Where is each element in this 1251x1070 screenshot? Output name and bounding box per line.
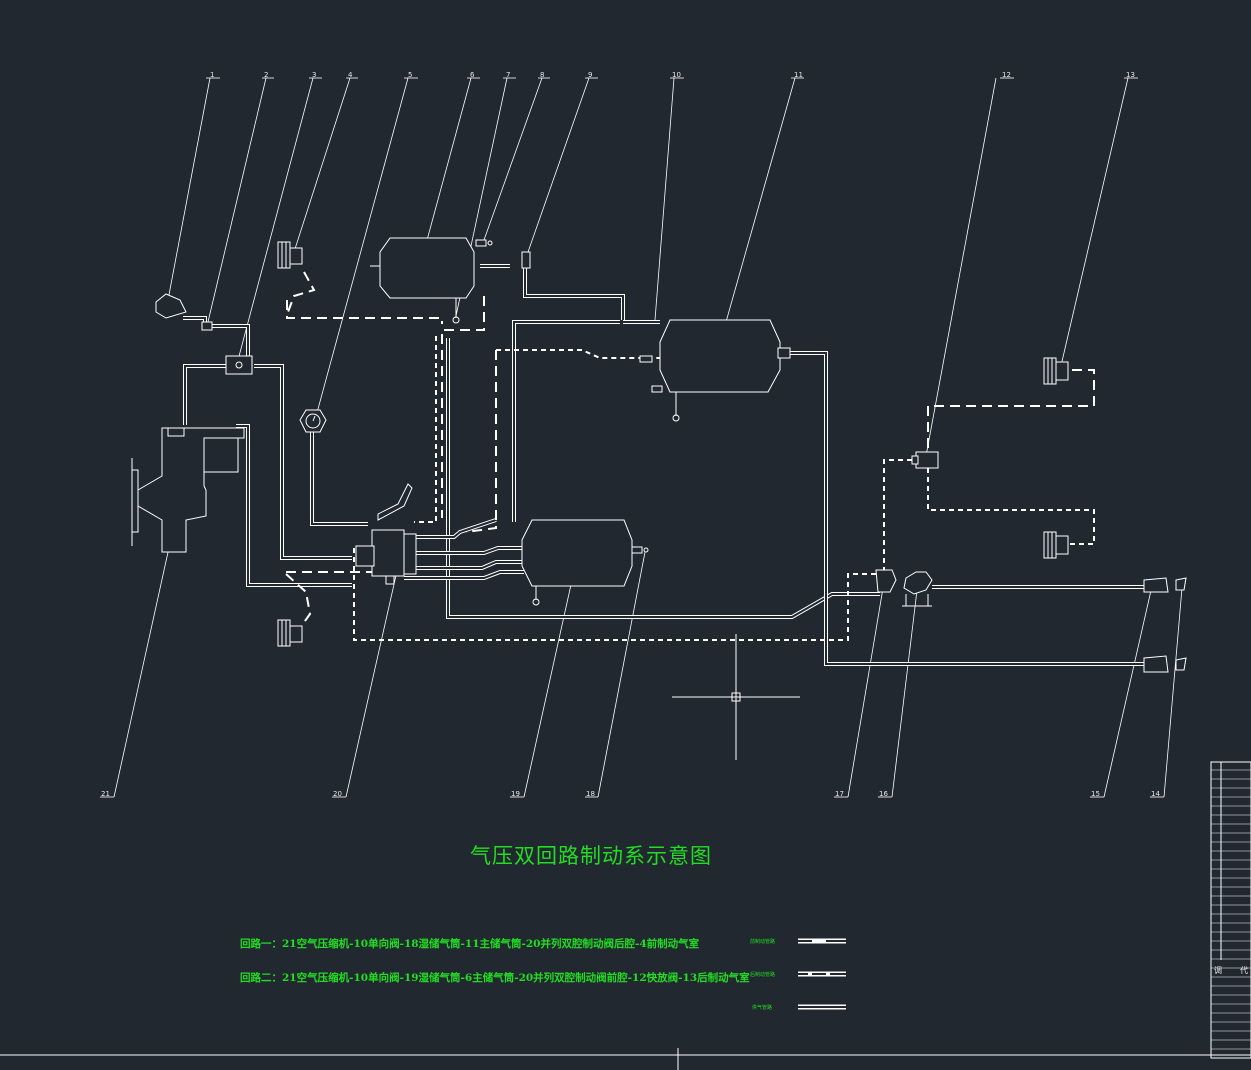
callout-10: 10 [672,71,681,79]
legend-front-circuit: 前制动管路 [750,939,776,945]
cad-crosshair [672,634,800,760]
callout-19: 19 [511,790,520,798]
drawing-border [0,761,1251,1070]
title-block-cell-b: 代 [1240,966,1248,975]
check-valve-2 [201,321,213,331]
callout-13: 13 [1126,71,1135,79]
callout-5: 5 [408,71,413,79]
safety-valve-9 [521,251,531,269]
legend-rear-circuit: 后制动管路 [750,972,776,978]
callout-15: 15 [1091,790,1100,798]
dual-brake-valve [355,483,417,585]
callout-3: 3 [312,71,317,79]
front-brake-chamber-lower [277,619,303,647]
quick-release-valve [915,451,939,469]
callout-21: 21 [101,790,110,798]
circuit-two-note: 回路二：21空气压缩机-10单向阀-19湿储气筒-6主储气筒-20并列双腔制动阀… [240,972,750,984]
trailer-couplings [1143,577,1187,673]
callout-11: 11 [794,71,803,79]
pressure-gauge [299,409,327,433]
callout-20: 20 [333,790,342,798]
trailer-control-valve-16 [902,571,933,607]
rear-brake-chamber-upper [1043,357,1069,385]
title-block-cell-a: 调 [1214,966,1222,975]
title-block-rows [1211,769,1251,1050]
leader-lines [100,77,1183,798]
callout-4: 4 [348,71,353,79]
supply-pipes [183,262,1147,666]
reservoir-11 [639,319,791,422]
air-compressor [131,427,245,553]
drawing-title: 气压双回路制动系示意图 [470,844,712,868]
callout-16: 16 [879,790,888,798]
callout-9: 9 [588,71,593,79]
legend-supply: 供气管路 [752,1005,773,1011]
callout-17: 17 [835,790,844,798]
legend-samples [798,938,846,1010]
callout-6: 6 [470,71,475,79]
callout-18: 18 [586,790,595,798]
front-brake-chamber-upper [277,241,303,269]
callout-12: 12 [1002,71,1011,79]
callout-1: 1 [210,71,215,79]
reservoir-6 [370,237,493,324]
rear-brake-chamber-lower [1043,531,1069,559]
callout-7: 7 [506,71,511,79]
callout-2: 2 [264,71,269,79]
callout-8: 8 [540,71,545,79]
reservoir-19 [521,519,649,606]
air-intake-filter [155,293,187,319]
circuit-one-note: 回路一：21空气压缩机-10单向阀-18湿储气筒-11主储气筒-20并列双腔制动… [240,938,700,950]
relay-valve-17 [875,569,897,593]
callout-14: 14 [1151,790,1160,798]
